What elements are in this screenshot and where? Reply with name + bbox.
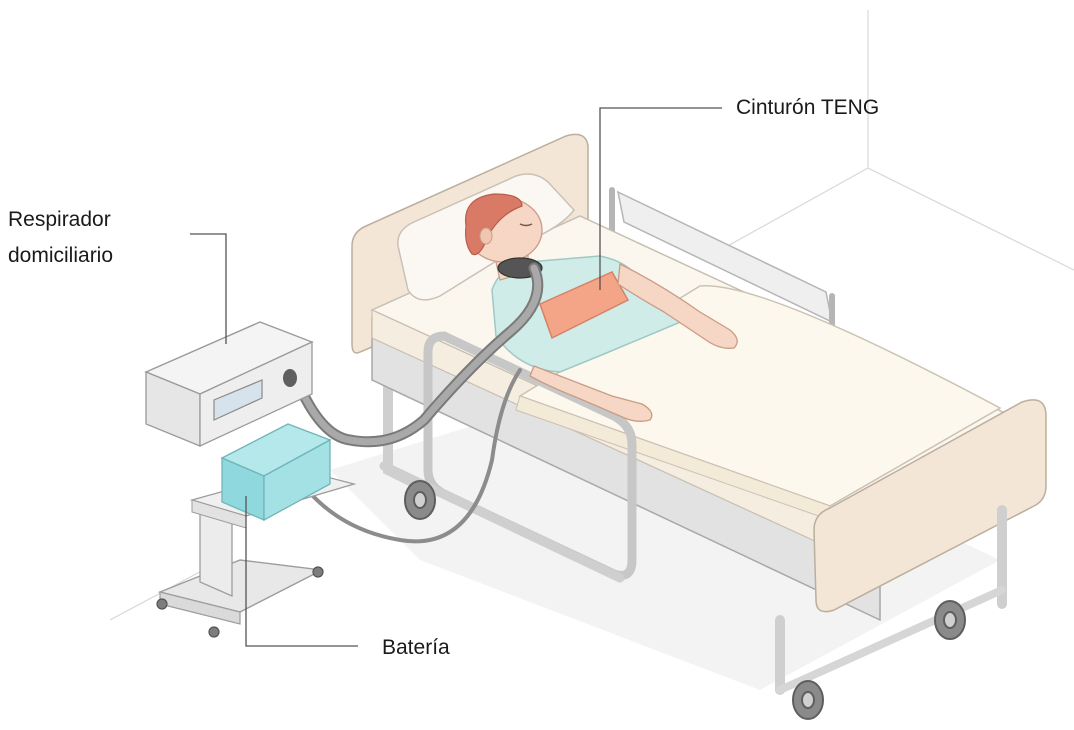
leader-respirador bbox=[190, 234, 226, 344]
home-ventilator bbox=[146, 322, 354, 637]
battery-pack bbox=[222, 424, 330, 520]
label-cinturon: Cinturón TENG bbox=[736, 96, 879, 119]
label-respirador-line2: domiciliario bbox=[8, 244, 113, 267]
label-bateria: Batería bbox=[382, 636, 450, 659]
label-respirador-line1: Respirador bbox=[8, 208, 111, 231]
